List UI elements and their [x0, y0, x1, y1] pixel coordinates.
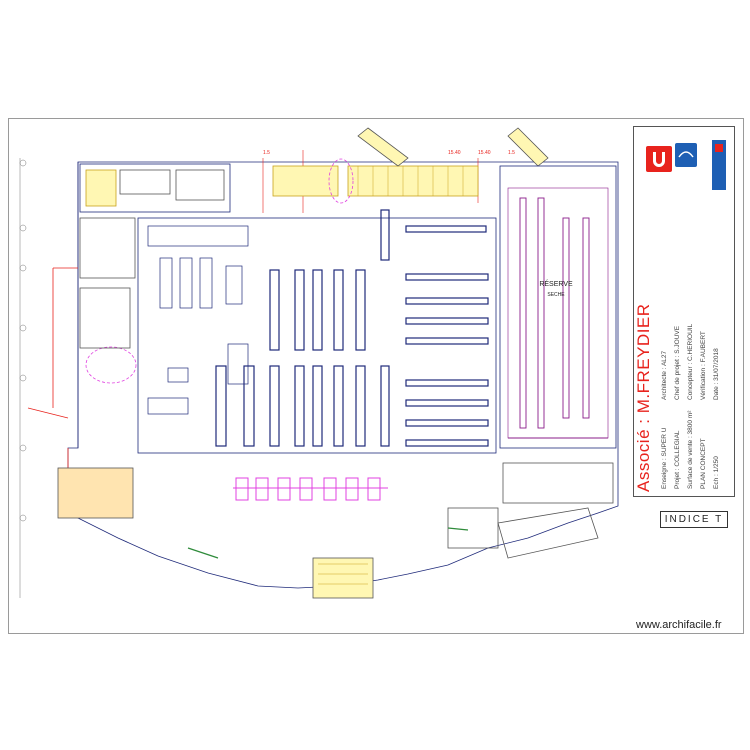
info-line-9: Vérification : F.AUBERT	[700, 331, 707, 400]
u-logo-icon	[646, 146, 672, 172]
info-line-10: Date : 31/07/2018	[713, 348, 720, 400]
info-line-3: Surface de vente : 3800 m²	[687, 410, 694, 489]
grid-label-3: 15.40	[478, 150, 491, 156]
grid-label-4: 1.5	[508, 150, 515, 156]
info-line-2: Projet : COLLEGIAL	[674, 430, 681, 489]
red-boundary	[27, 267, 78, 513]
reserve-label: RÉSERVE	[539, 279, 573, 288]
indice-box: INDICE T	[660, 511, 728, 528]
watermark: www.archifacile.fr	[636, 619, 722, 631]
info-line-7: Chef de projet : S.JOUVE	[674, 325, 681, 400]
info-line-1: Enseigne : SUPER U	[661, 427, 668, 489]
office-block	[79, 163, 231, 213]
reserve-zone	[499, 165, 617, 449]
grid-label-2: 15.40	[448, 150, 461, 156]
info-line-4: PLAN CONCEPT	[700, 438, 707, 489]
info-line-5: Ech : 1/250	[713, 456, 720, 489]
systeme-u-logo-icon	[712, 140, 726, 190]
info-line-6: Architecte : AL27	[661, 350, 668, 400]
sales-floor	[137, 217, 497, 454]
checkout-1	[235, 477, 249, 501]
badge-logo-icon	[675, 143, 697, 167]
info-line-8: Concepteur : C.HERIOUIL	[687, 323, 694, 400]
reserve-sub-label: SECHE	[547, 292, 565, 298]
associate-name: Associé : M.FREYDIER	[634, 303, 653, 492]
grid-label-1: 1.5	[263, 150, 270, 156]
entrance-lobby	[312, 557, 374, 599]
storage-band	[347, 165, 479, 197]
floor-plan: RÉSERVE SECHE 1.5 15.40 15.40 1.5	[19, 127, 619, 599]
